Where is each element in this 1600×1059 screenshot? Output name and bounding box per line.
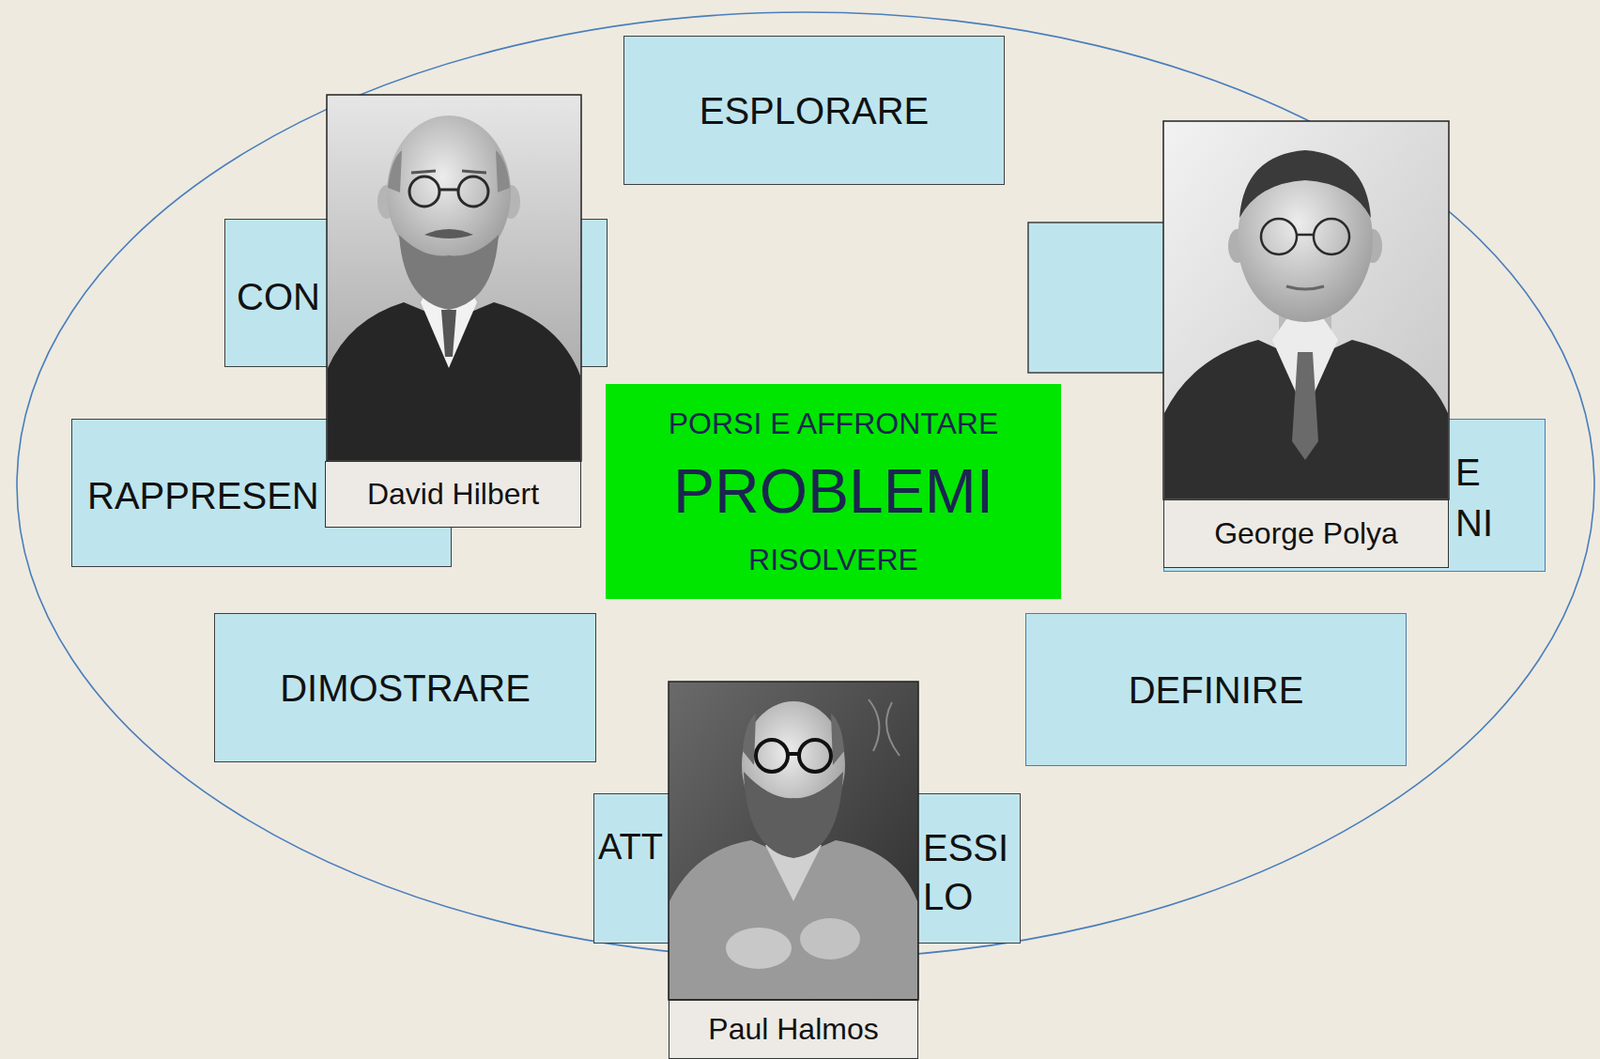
text-slot: E NI [1455, 446, 1493, 549]
portrait-photo [668, 681, 919, 1000]
person-name: George Polya [1214, 515, 1399, 552]
concept-label: RAPPRESEN [87, 473, 320, 519]
concept-label: ESPLORARE [699, 88, 930, 134]
concept-box: ESPLORARE [623, 35, 1005, 185]
text-slot: PROBLEMI [673, 441, 994, 542]
text-slot: George Polya [1214, 515, 1399, 552]
concept-label: E NI [1455, 446, 1493, 549]
text-slot: Paul Halmos [707, 1011, 878, 1047]
central-problem-box: PORSI E AFFRONTARE PROBLEMI RISOLVERE [605, 384, 1062, 600]
central-problem-label: PROBLEMI [673, 454, 994, 529]
portrait-photo [1163, 121, 1449, 500]
concept-box: DEFINIRE [1025, 613, 1407, 767]
portrait-photo [326, 94, 582, 462]
person-name: David Hilbert [367, 476, 539, 512]
text-slot: DEFINIRE [1128, 667, 1305, 713]
concept-label: CON [236, 274, 321, 320]
enclosing-ellipse [16, 12, 1595, 959]
central-problem-label: RISOLVERE [748, 541, 919, 578]
portrait-caption: George Polya [1163, 499, 1449, 569]
text-slot: RAPPRESEN [87, 473, 320, 519]
text-slot: CON [236, 274, 321, 320]
concept-label: DEFINIRE [1128, 667, 1305, 713]
concept-box: DIMOSTRARE [214, 613, 597, 763]
portrait-caption: David Hilbert [324, 461, 582, 528]
person-name: Paul Halmos [707, 1011, 878, 1047]
text-slot: ESSI LO [923, 823, 1009, 922]
concept-label: ATT [598, 826, 663, 870]
text-slot: ATT [598, 826, 663, 870]
text-slot: ESPLORARE [699, 88, 930, 134]
text-slot: RISOLVERE [748, 541, 919, 578]
portrait-caption: Paul Halmos [668, 1000, 919, 1059]
text-slot: DIMOSTRARE [279, 665, 531, 711]
text-slot: David Hilbert [367, 476, 539, 512]
concept-label: ESSI LO [923, 823, 1009, 922]
text-slot: PORSI E AFFRONTARE [668, 405, 999, 442]
concept-label: DIMOSTRARE [279, 665, 531, 711]
central-problem-label: PORSI E AFFRONTARE [668, 405, 999, 442]
